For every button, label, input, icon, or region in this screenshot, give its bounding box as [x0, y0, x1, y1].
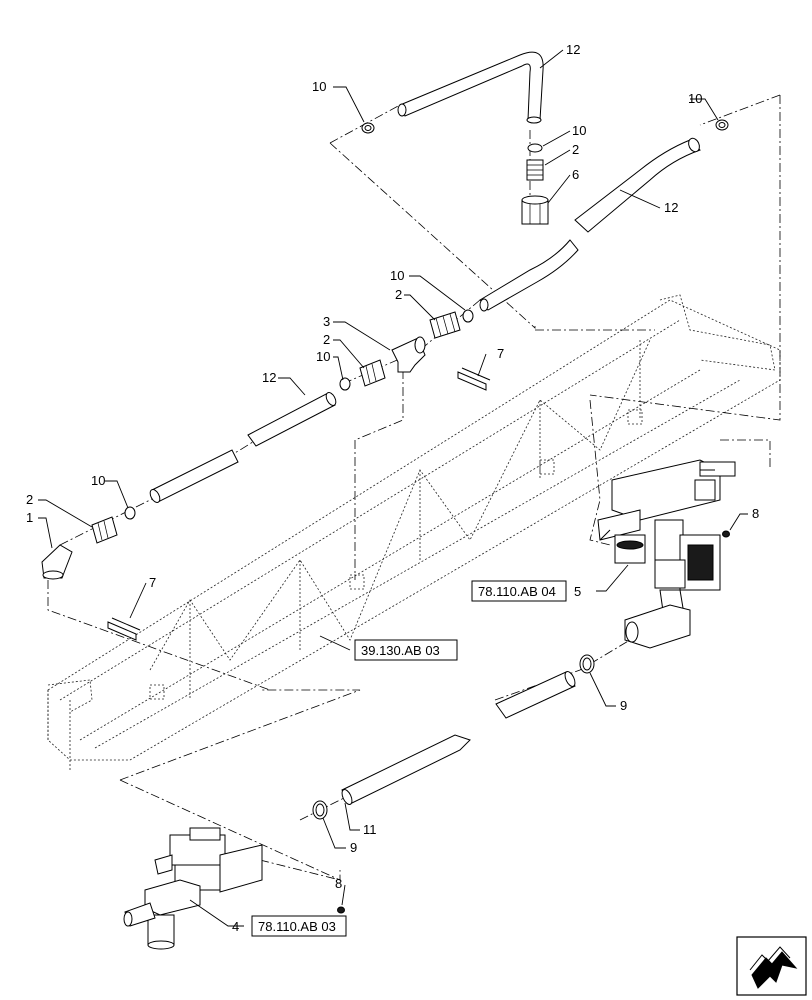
callout-4: 4 [232, 919, 239, 934]
callout-9-left: 9 [350, 840, 357, 855]
clamp-10-vertical [527, 143, 543, 153]
callout-9-right: 9 [620, 698, 627, 713]
callout-10-left-mid: 10 [316, 349, 330, 364]
fitting-2-vertical [526, 159, 544, 181]
fitting-2-mid [429, 311, 461, 339]
callout-6: 6 [572, 167, 579, 182]
callout-7-top: 7 [497, 346, 504, 361]
hose-11 [341, 734, 471, 805]
boom-frame [47, 294, 781, 770]
clamp-10-top-right [715, 119, 729, 131]
callout-3: 3 [323, 314, 330, 329]
clamp-9-right [579, 654, 595, 674]
callout-12-top: 12 [566, 42, 580, 57]
callout-2-vertical: 2 [572, 142, 579, 157]
clamp-9-left [312, 800, 328, 820]
hose-segment-right-lower [495, 671, 576, 719]
bracket-7-top [457, 367, 491, 391]
hose-12-middle [479, 239, 579, 312]
callout-2-mid: 2 [395, 287, 402, 302]
hose-segment-left [149, 449, 239, 503]
callout-10-top-right: 10 [688, 91, 702, 106]
bracket-7-bottom [107, 617, 141, 641]
fitting-2-left [91, 516, 118, 544]
ref-box-78-110-ab-03[interactable]: 78.110.AB 03 [251, 915, 347, 937]
tee-fitting-3 [391, 336, 426, 373]
nut-6 [521, 195, 549, 225]
ref-box-78-110-ab-04[interactable]: 78.110.AB 04 [471, 580, 567, 602]
leader-lines [38, 49, 748, 927]
callout-2-left: 2 [26, 492, 33, 507]
callout-11: 11 [363, 822, 377, 837]
callout-10-left: 10 [91, 473, 105, 488]
next-page-arrow-icon[interactable] [736, 936, 807, 996]
valve-assembly-5 [597, 459, 736, 649]
callout-7-bottom: 7 [149, 575, 156, 590]
fitting-2-left-mid [359, 359, 386, 387]
clamp-10-left-mid [339, 377, 351, 391]
ref-box-39-130-ab-03[interactable]: 39.130.AB 03 [354, 639, 458, 661]
callout-12-right: 12 [664, 200, 678, 215]
valve-assembly-4 [123, 827, 263, 950]
hose-12-left [247, 392, 337, 447]
callout-12-left: 12 [262, 370, 276, 385]
callout-8-lower: 8 [335, 876, 342, 891]
clamp-10-top-left [361, 122, 375, 134]
callout-8-right: 8 [752, 506, 759, 521]
callout-10-top-left: 10 [312, 79, 326, 94]
callout-10-vertical: 10 [572, 123, 586, 138]
callout-2-left-mid: 2 [323, 332, 330, 347]
ref-78-110-ab-04-label[interactable]: 78.110.AB 04 [478, 584, 556, 599]
hose-12-top-bent [397, 51, 544, 124]
clamp-10-left [124, 506, 136, 520]
elbow-1 [41, 544, 73, 580]
callout-1: 1 [26, 510, 33, 525]
hose-12-right [574, 137, 701, 233]
callout-10-mid: 10 [390, 268, 404, 283]
ref-78-110-ab-03-label[interactable]: 78.110.AB 03 [258, 919, 336, 934]
clamp-10-mid [462, 309, 474, 323]
callout-5: 5 [574, 584, 581, 599]
ref-39-130-ab-03-label[interactable]: 39.130.AB 03 [361, 643, 440, 658]
nut-8-right [722, 530, 730, 538]
callout-labels: 12 10 10 10 2 6 12 10 2 3 2 10 7 12 10 2… [26, 42, 759, 934]
nut-8-lower [337, 906, 345, 914]
